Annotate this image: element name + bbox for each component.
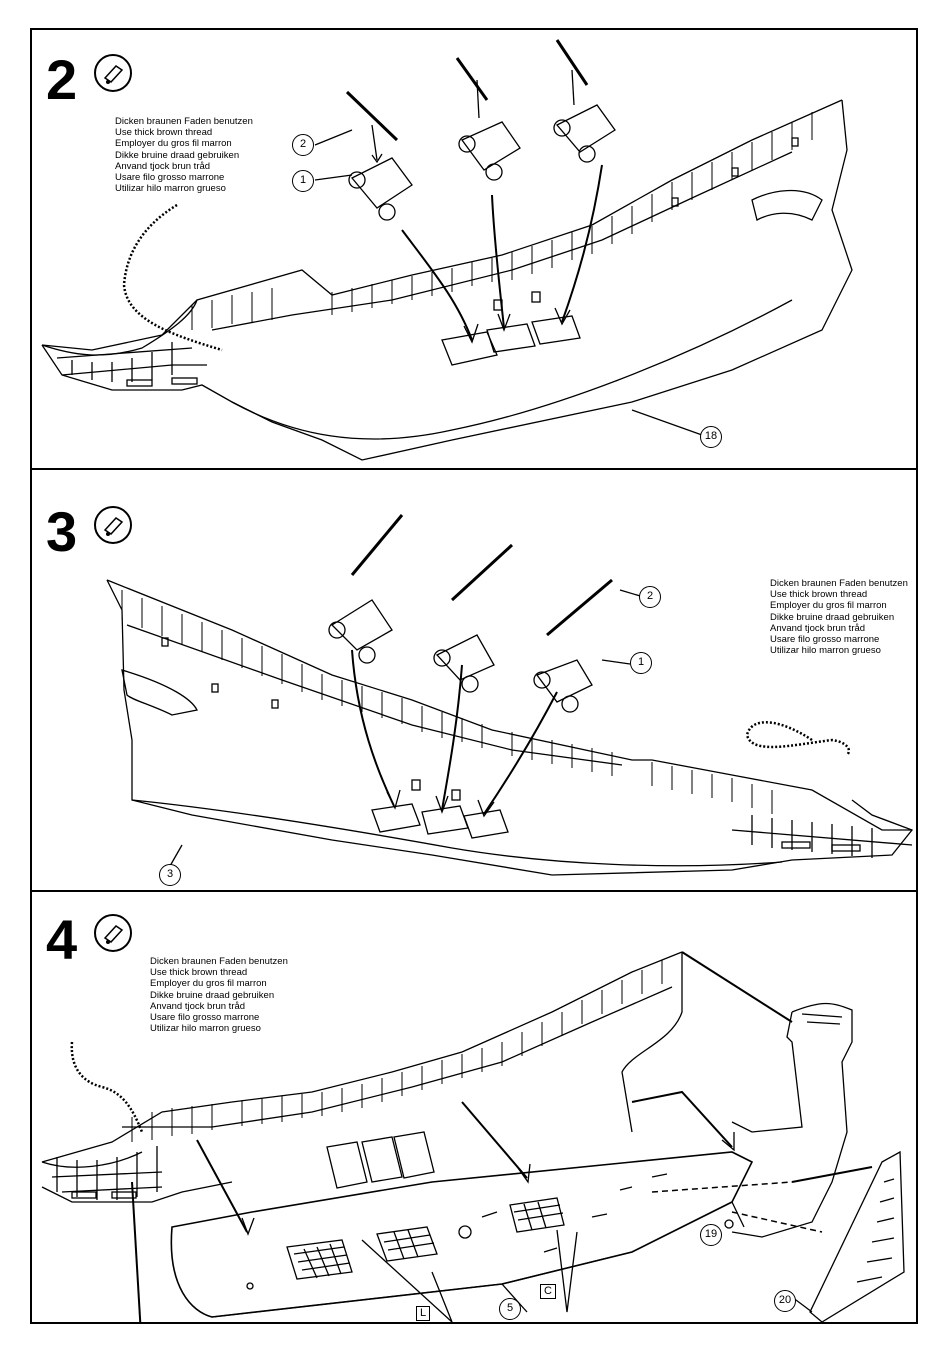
instruction-de: Dicken braunen Faden benutzen bbox=[770, 578, 908, 589]
hull-assembly-illustration bbox=[41, 951, 905, 1322]
instruction-nl: Dikke bruine draad gebruiken bbox=[150, 989, 275, 1001]
part-callout: 2 bbox=[639, 586, 661, 608]
part-callout: 3 bbox=[159, 864, 181, 886]
instruction-nl: Dikke bruine draad gebruiken bbox=[115, 149, 240, 161]
part-callout: 18 bbox=[700, 426, 722, 448]
part-callout: 19 bbox=[700, 1224, 722, 1246]
thread-instructions: Dicken braunen Faden benutzen Use thick … bbox=[770, 578, 908, 656]
hull-half-illustration bbox=[106, 514, 914, 876]
hull-half-illustration bbox=[41, 39, 853, 461]
instruction-en: Use thick brown thread bbox=[150, 967, 248, 979]
glue-tube-icon bbox=[94, 54, 132, 92]
instruction-fr: Employer du gros fil marron bbox=[770, 600, 887, 612]
instruction-it: Usare filo grosso marrone bbox=[770, 634, 880, 646]
instruction-sheet: 2 Dicken braunen Faden benutzen Use thic… bbox=[30, 28, 918, 1324]
instruction-en: Use thick brown thread bbox=[115, 127, 213, 139]
step-4-panel: 4 Dicken braunen Faden benutzen Use thic… bbox=[32, 892, 916, 1324]
glue-tube-icon bbox=[94, 914, 132, 952]
part-callout: 2 bbox=[292, 134, 314, 156]
decal-flag: L bbox=[416, 1306, 431, 1321]
step-number: 2 bbox=[46, 48, 77, 111]
instruction-fr: Employer du gros fil marron bbox=[150, 978, 267, 990]
instruction-en: Use thick brown thread bbox=[770, 589, 868, 601]
instruction-nl: Dikke bruine draad gebruiken bbox=[770, 611, 895, 623]
decal-flag: C bbox=[540, 1284, 556, 1299]
part-callout: 5 bbox=[499, 1298, 521, 1320]
instruction-it: Usare filo grosso marrone bbox=[150, 1012, 260, 1024]
instruction-es: Utilizar hilo marron grueso bbox=[150, 1023, 261, 1035]
step-2-panel: 2 Dicken braunen Faden benutzen Use thic… bbox=[32, 30, 916, 470]
thread-instructions: Dicken braunen Faden benutzen Use thick … bbox=[150, 956, 288, 1034]
instruction-de: Dicken braunen Faden benutzen bbox=[150, 956, 288, 967]
part-callout: 20 bbox=[774, 1290, 796, 1312]
instruction-es: Utilizar hilo marron grueso bbox=[770, 645, 881, 657]
instruction-sv: Anvand tjock brun tråd bbox=[115, 160, 211, 172]
instruction-sv: Anvand tjock brun tråd bbox=[770, 622, 866, 634]
instruction-de: Dicken braunen Faden benutzen bbox=[115, 116, 253, 127]
part-callout: 1 bbox=[630, 652, 652, 674]
step-number: 3 bbox=[46, 500, 77, 563]
instruction-sv: Anvand tjock brun tråd bbox=[150, 1000, 246, 1012]
part-callout: 1 bbox=[292, 170, 314, 192]
step-number: 4 bbox=[46, 908, 77, 971]
instruction-es: Utilizar hilo marron grueso bbox=[115, 183, 226, 195]
step-3-panel: 3 Dicken braunen Faden benutzen Use thic… bbox=[32, 470, 916, 892]
glue-tube-icon bbox=[94, 506, 132, 544]
instruction-it: Usare filo grosso marrone bbox=[115, 172, 225, 184]
instruction-fr: Employer du gros fil marron bbox=[115, 138, 232, 150]
thread-instructions: Dicken braunen Faden benutzen Use thick … bbox=[115, 116, 253, 194]
